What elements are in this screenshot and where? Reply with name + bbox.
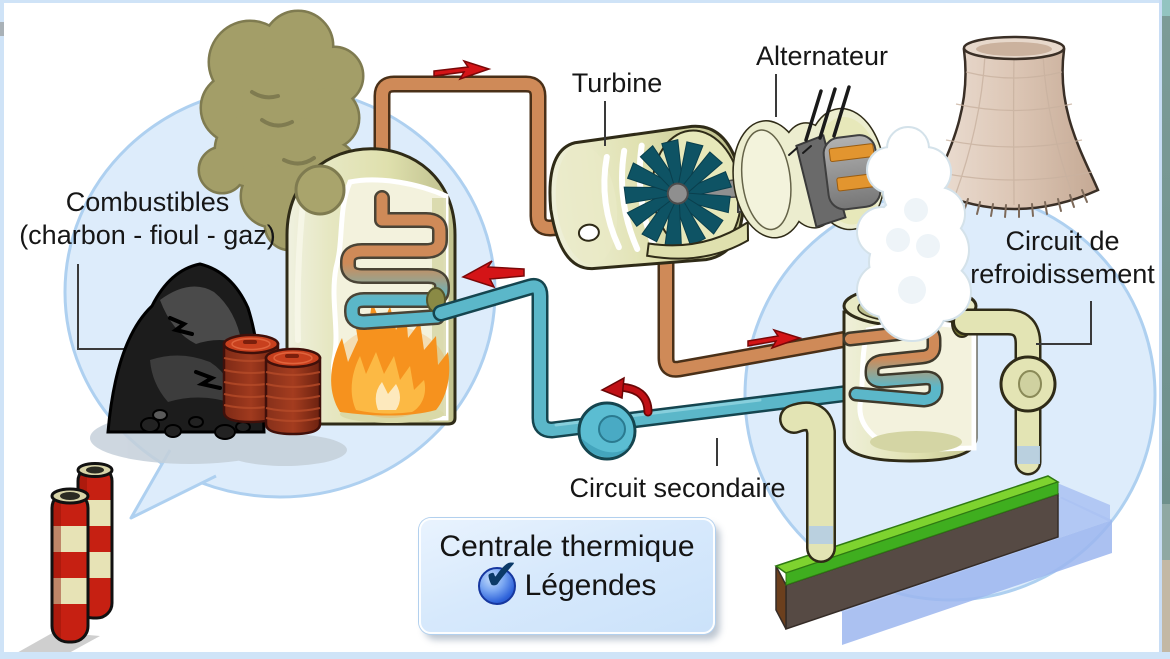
frame-edge-top [0, 0, 1170, 3]
check-icon[interactable]: ✔ [477, 554, 519, 605]
smoke-puff-front [294, 164, 346, 216]
secondaire-label: Circuit secondaire [569, 473, 786, 503]
cooling-water-base [774, 475, 1112, 645]
pointer-line-refroidissement [1036, 301, 1092, 345]
legend-toggle-label: Légendes [524, 569, 657, 602]
turbine-fan [621, 137, 735, 251]
steam-cloud [856, 126, 972, 342]
oil-barrels [222, 333, 322, 436]
frame-strip-tan [1162, 560, 1170, 652]
combustibles-line2: (charbon - fioul - gaz) [19, 220, 276, 250]
legend-title: Centrale thermique [439, 530, 695, 563]
cooling-tower [930, 35, 1100, 218]
frame-edge-left [0, 0, 4, 659]
frame-strip-wedge [1162, 504, 1170, 560]
flow-arrow-pump [600, 376, 653, 417]
turbine [548, 124, 750, 271]
electricity-marks [788, 85, 851, 156]
oil-barrel [264, 347, 322, 436]
smoke-cloud [197, 9, 365, 252]
frame-strip-teal [1162, 16, 1170, 504]
pointer-lines [604, 74, 1092, 466]
condenser-coil [842, 323, 944, 408]
frame-border-line [1159, 0, 1162, 659]
chimneys [6, 462, 114, 659]
turbine-label: Turbine [571, 68, 663, 98]
refroidissement-line1: Circuit de [1005, 226, 1120, 256]
check-glyph: ✔ [483, 550, 519, 599]
furnace-fire [331, 302, 450, 418]
hot-steam-pipe [373, 75, 585, 237]
combustibles-label: Combustibles (charbon - fioul - gaz) [5, 186, 290, 252]
boiler [285, 147, 457, 426]
turbine-to-condenser-pipe [657, 241, 861, 378]
flow-arrow-to-condenser [747, 328, 803, 350]
refroidissement-line2: refroidissement [970, 259, 1155, 289]
flow-arrow-to-boiler [461, 260, 525, 289]
alternateur-label: Alternateur [755, 41, 889, 71]
combustibles-line1: Combustibles [65, 187, 230, 217]
legend-toggle-button[interactable]: ✔ Légendes [421, 554, 713, 605]
flow-arrow-top [433, 59, 492, 81]
frame-edge-bottom [0, 652, 1170, 659]
frame-edge-right [1159, 0, 1170, 659]
frame-left-tab [0, 22, 4, 36]
refroidissement-label: Circuit de refroidissement [955, 225, 1170, 291]
pump [577, 401, 637, 461]
chimney [52, 492, 88, 642]
condenser-leg [779, 401, 836, 563]
legend-panel: Centrale thermique ✔ Légendes [419, 518, 715, 634]
frame-strip-teal-top [1162, 0, 1170, 16]
cooling-circuit-pipe [952, 308, 1057, 476]
boiler-coil [340, 190, 450, 330]
